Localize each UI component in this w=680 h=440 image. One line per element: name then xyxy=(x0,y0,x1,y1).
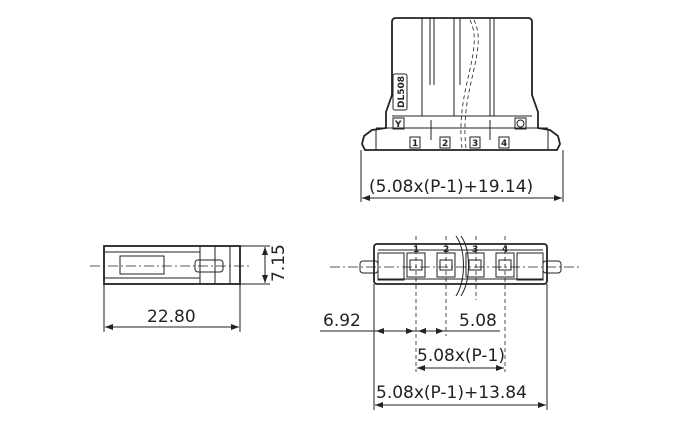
pin-number: 4 xyxy=(501,139,507,149)
side-height-dimension: 7.15 xyxy=(269,244,289,282)
total-dimension: 5.08x(P-1)+13.84 xyxy=(376,383,527,403)
front-view: DL508 Y 1 2 3 4 (5.08x(P-1)+19.14) xyxy=(360,17,564,202)
span-dimension: 5.08x(P-1) xyxy=(417,346,505,366)
marker-y: Y xyxy=(394,120,402,130)
pitch-dimension: 5.08 xyxy=(459,311,497,331)
side-view: 22.80 7.15 xyxy=(90,244,289,332)
bottom-view: 1 2 3 4 6.92 5.08 5.08x(P-1) 5.08x(P-1)+… xyxy=(320,235,580,410)
front-width-dimension: (5.08x(P-1)+19.14) xyxy=(369,177,533,197)
pin-number: 3 xyxy=(472,139,478,149)
side-length-dimension: 22.80 xyxy=(147,307,196,327)
pin-number: 3 xyxy=(472,245,478,255)
model-label: DL508 xyxy=(397,76,407,108)
pin-number: 2 xyxy=(442,139,448,149)
offset-dimension: 6.92 xyxy=(323,311,361,331)
logo-icon xyxy=(514,117,527,130)
front-pin-labels: 1 2 3 4 xyxy=(409,136,510,149)
pin-number: 1 xyxy=(412,139,418,149)
